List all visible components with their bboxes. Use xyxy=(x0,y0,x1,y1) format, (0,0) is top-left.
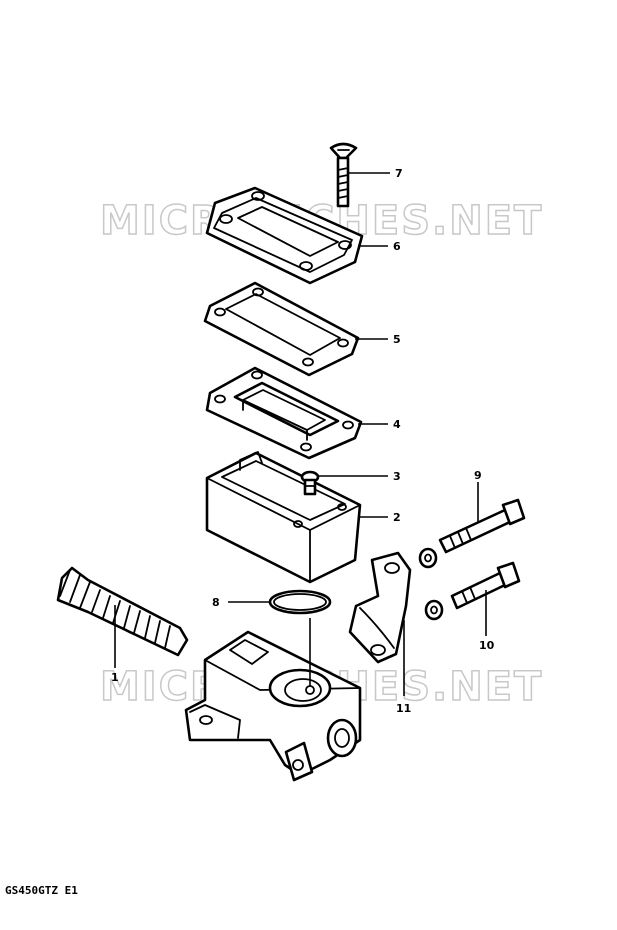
part-1-fitting xyxy=(56,566,189,657)
callout-1: 1 xyxy=(111,671,119,684)
callout-4: 4 xyxy=(393,418,401,431)
part-7-screw xyxy=(329,142,358,208)
footer-code: GS450GTZ E1 xyxy=(5,884,78,897)
leader-lines xyxy=(114,172,487,696)
callout-10: 10 xyxy=(479,639,495,652)
callout-7: 7 xyxy=(395,167,403,180)
callout-5: 5 xyxy=(393,333,401,346)
callout-9: 9 xyxy=(474,469,482,482)
part-8-o-ring xyxy=(268,589,332,615)
part-3-screw xyxy=(300,470,320,496)
part-11-clamp xyxy=(348,551,412,664)
callout-3: 3 xyxy=(393,470,401,483)
part-10-bolt xyxy=(424,561,521,621)
callout-6: 6 xyxy=(393,240,401,253)
part-5-plate xyxy=(203,281,360,377)
part-4-diaphragm xyxy=(205,366,363,460)
part-9-bolt xyxy=(418,498,526,569)
callout-8: 8 xyxy=(212,596,220,609)
part-6-cover xyxy=(205,186,364,285)
part-body-master-cylinder xyxy=(184,630,362,782)
part-2-reservoir xyxy=(205,451,362,584)
callout-2: 2 xyxy=(393,511,401,524)
callout-11: 11 xyxy=(396,702,411,715)
